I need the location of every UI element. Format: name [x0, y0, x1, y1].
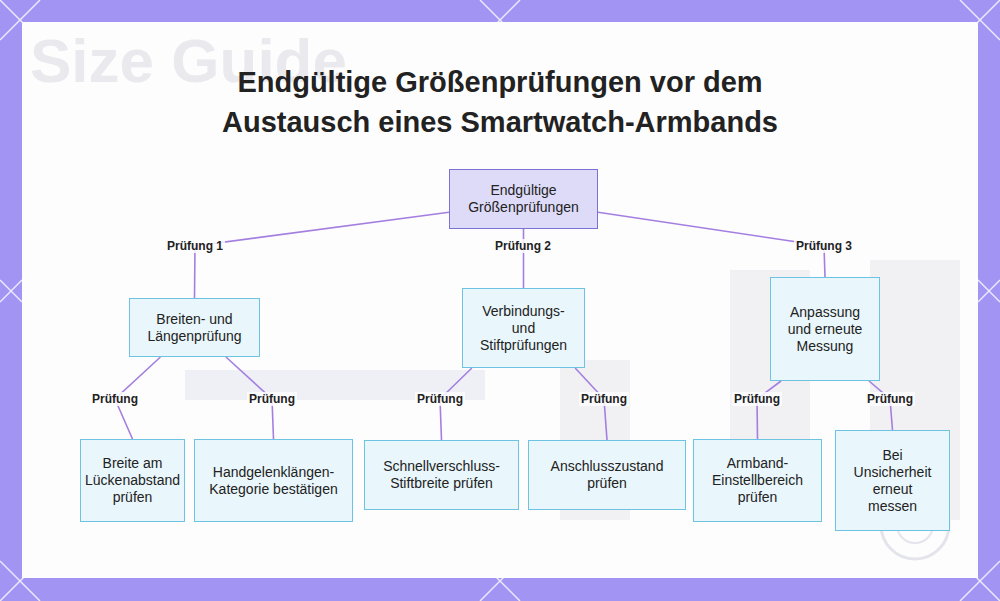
check-box: Breiten- und Längenprüfung [129, 298, 260, 357]
edge-label: Prüfung [247, 392, 297, 406]
edge-label: Prüfung 3 [794, 239, 854, 253]
connector-line [757, 381, 781, 439]
connector-line [195, 212, 450, 298]
edge-label: Prüfung 2 [493, 239, 553, 253]
node-text: Armband-Einstellbereich prüfen [704, 455, 811, 506]
node-text: Schnellverschluss-Stiftbreite prüfen [373, 458, 510, 492]
connector-line [523, 229, 525, 288]
edge-label: Prüfung 1 [165, 239, 225, 253]
check-box: Anschlusszustand prüfen [528, 440, 686, 510]
edge-label: Prüfung [579, 392, 629, 406]
check-box: Anpassung und erneute Messung [770, 277, 880, 381]
node-text: Endgültige Größenprüfungen [460, 182, 587, 216]
check-box: Breite am Lückenabstand prüfen [80, 439, 185, 522]
node-text: Verbindungs- und Stiftprüfungen [477, 303, 570, 354]
node-text: Bei Unsicherheit erneut messen [850, 447, 935, 515]
check-box: Bei Unsicherheit erneut messen [835, 430, 950, 531]
edge-label: Prüfung [90, 392, 140, 406]
check-box: Verbindungs- und Stiftprüfungen [462, 288, 585, 368]
check-box: Armband-Einstellbereich prüfen [693, 439, 822, 522]
root-box: Endgültige Größenprüfungen [449, 169, 598, 229]
diagram-title: Endgültige Größenprüfungen vor dem Austa… [170, 62, 830, 142]
edge-label: Prüfung [732, 392, 782, 406]
connector-line [598, 212, 825, 277]
node-text: Handgelenklängen-Kategorie bestätigen [205, 464, 342, 498]
edge-label: Prüfung [865, 392, 915, 406]
node-text: Breiten- und Längenprüfung [142, 311, 247, 345]
node-text: Breite am Lückenabstand prüfen [85, 455, 180, 506]
edge-label: Prüfung [415, 392, 465, 406]
check-box: Schnellverschluss-Stiftbreite prüfen [364, 440, 519, 510]
node-text: Anschlusszustand prüfen [539, 458, 675, 492]
check-box: Handgelenklängen-Kategorie bestätigen [194, 439, 353, 522]
node-text: Anpassung und erneute Messung [785, 304, 865, 355]
